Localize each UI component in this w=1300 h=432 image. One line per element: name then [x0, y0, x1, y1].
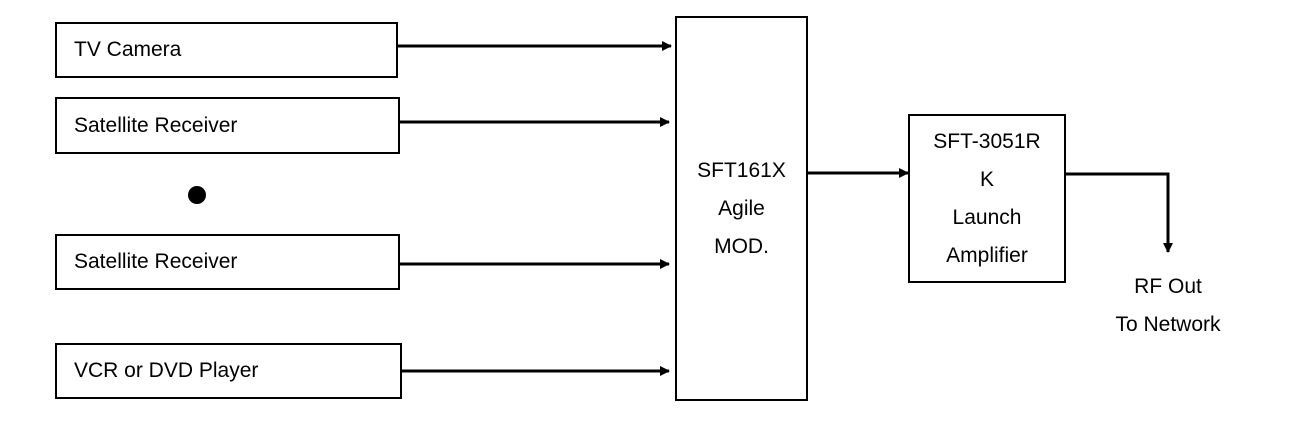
amplifier-box: SFT-3051R K Launch Amplifier — [908, 114, 1066, 283]
rf-output-line-1: RF Out — [1134, 275, 1202, 298]
ellipsis-dot — [188, 186, 206, 204]
source-box-tv-camera: TV Camera — [55, 22, 398, 78]
source-label: Satellite Receiver — [74, 250, 238, 273]
source-box-satellite-receiver-2: Satellite Receiver — [55, 234, 400, 290]
rf-output-line-2: To Network — [1115, 313, 1221, 336]
amplifier-line-3: Launch — [952, 205, 1022, 229]
source-box-satellite-receiver-1: Satellite Receiver — [55, 97, 400, 154]
source-label: TV Camera — [74, 38, 182, 61]
modulator-line-2: Agile — [718, 196, 765, 220]
modulator-line-1: SFT161X — [697, 158, 786, 182]
source-label: VCR or DVD Player — [74, 359, 259, 382]
modulator-line-3: MOD. — [714, 234, 769, 258]
amplifier-line-4: Amplifier — [946, 243, 1028, 267]
source-box-vcr-dvd-player: VCR or DVD Player — [55, 343, 402, 399]
source-label: Satellite Receiver — [74, 113, 238, 137]
rf-output-label: RF Out To Network — [1098, 268, 1238, 344]
amplifier-line-1: SFT-3051R — [933, 129, 1041, 153]
amplifier-line-2: K — [979, 167, 994, 191]
modulator-box: SFT161X Agile MOD. — [675, 16, 808, 401]
arrow-amplifier-to-rf-out — [1066, 172, 1173, 253]
